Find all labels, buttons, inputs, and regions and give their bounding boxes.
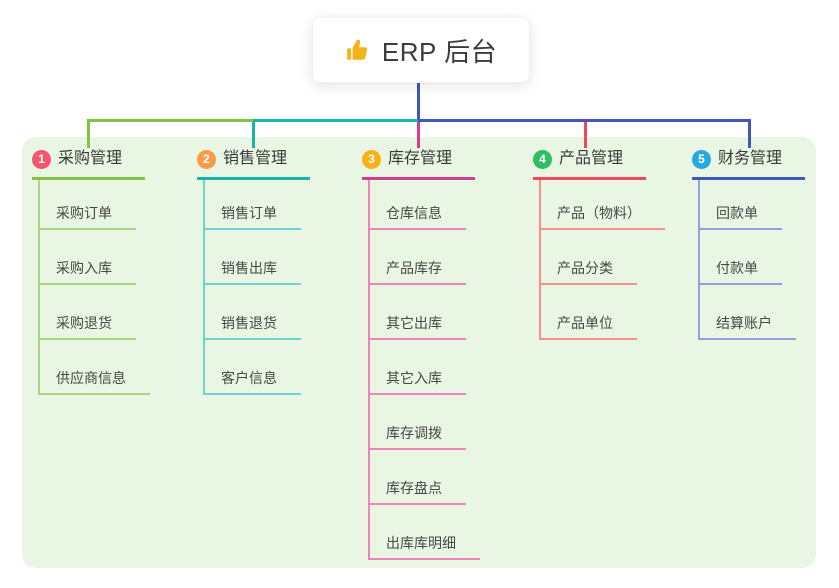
badge-4: 4 bbox=[533, 149, 552, 169]
drop-line-purchase bbox=[87, 122, 90, 148]
child-node[interactable]: 产品分类 bbox=[541, 230, 637, 285]
child-label: 其它出库 bbox=[386, 315, 442, 331]
drop-line-finance bbox=[748, 122, 751, 148]
root-title: ERP 后台 bbox=[381, 36, 498, 67]
branch-children: 产品（物料） 产品分类 产品单位 bbox=[539, 180, 665, 340]
branch-header-purchase[interactable]: 1 采购管理 bbox=[32, 147, 145, 180]
child-label: 客户信息 bbox=[221, 370, 277, 386]
child-node[interactable]: 客户信息 bbox=[205, 340, 301, 395]
child-node[interactable]: 仓库信息 bbox=[370, 180, 466, 230]
child-label: 产品库存 bbox=[386, 260, 442, 276]
child-label: 销售出库 bbox=[221, 260, 277, 276]
branch-title: 产品管理 bbox=[559, 150, 624, 167]
branch-children: 仓库信息 产品库存 其它出库 其它入库 库存调拨 库存盘点 出库库明细 bbox=[368, 180, 480, 560]
drop-line-sales bbox=[252, 122, 255, 148]
child-node[interactable]: 供应商信息 bbox=[40, 340, 150, 395]
child-label: 销售订单 bbox=[221, 205, 277, 221]
branch-header-inventory[interactable]: 3 库存管理 bbox=[362, 147, 475, 180]
branch-header-sales[interactable]: 2 销售管理 bbox=[197, 147, 310, 180]
child-node[interactable]: 库存调拨 bbox=[370, 395, 466, 450]
child-label: 采购退货 bbox=[56, 315, 112, 331]
branch-purchase: 1 采购管理 采购订单 采购入库 采购退货 供应商信息 bbox=[32, 147, 150, 395]
child-label: 付款单 bbox=[716, 260, 758, 276]
branch-header-product[interactable]: 4 产品管理 bbox=[533, 147, 646, 180]
badge-2: 2 bbox=[197, 149, 216, 169]
child-label: 产品分类 bbox=[557, 260, 613, 276]
child-node[interactable]: 其它入库 bbox=[370, 340, 466, 395]
child-node[interactable]: 其它出库 bbox=[370, 285, 466, 340]
child-node[interactable]: 结算账户 bbox=[700, 285, 796, 340]
branches-panel bbox=[22, 137, 816, 568]
child-label: 出库库明细 bbox=[386, 535, 456, 551]
child-label: 回款单 bbox=[716, 205, 758, 221]
child-node[interactable]: 销售退货 bbox=[205, 285, 301, 340]
branch-product: 4 产品管理 产品（物料） 产品分类 产品单位 bbox=[533, 147, 665, 340]
child-node[interactable]: 采购订单 bbox=[40, 180, 136, 230]
child-node[interactable]: 库存盘点 bbox=[370, 450, 466, 505]
root-connector-line bbox=[417, 81, 420, 122]
badge-5: 5 bbox=[692, 149, 711, 169]
child-node[interactable]: 产品（物料） bbox=[541, 180, 665, 230]
branch-title: 采购管理 bbox=[58, 150, 123, 167]
branch-title: 销售管理 bbox=[223, 150, 288, 167]
branch-children: 销售订单 销售出库 销售退货 客户信息 bbox=[203, 180, 301, 395]
child-label: 供应商信息 bbox=[56, 370, 126, 386]
child-label: 结算账户 bbox=[716, 315, 772, 331]
branch-children: 采购订单 采购入库 采购退货 供应商信息 bbox=[38, 180, 150, 395]
thumbs-up-icon bbox=[345, 37, 371, 63]
child-label: 采购订单 bbox=[56, 205, 112, 221]
branch-title: 财务管理 bbox=[718, 150, 783, 167]
branch-children: 回款单 付款单 结算账户 bbox=[698, 180, 796, 340]
branch-finance: 5 财务管理 回款单 付款单 结算账户 bbox=[692, 147, 805, 340]
badge-3: 3 bbox=[362, 149, 381, 169]
child-node[interactable]: 出库库明细 bbox=[370, 505, 480, 560]
child-label: 采购入库 bbox=[56, 260, 112, 276]
root-node[interactable]: ERP 后台 bbox=[312, 17, 530, 83]
bus-line-teal bbox=[253, 119, 418, 122]
drop-line-inventory bbox=[417, 122, 420, 148]
child-node[interactable]: 采购退货 bbox=[40, 285, 136, 340]
child-node[interactable]: 付款单 bbox=[700, 230, 782, 285]
child-label: 库存盘点 bbox=[386, 480, 442, 496]
child-label: 产品（物料） bbox=[557, 205, 641, 221]
child-node[interactable]: 采购入库 bbox=[40, 230, 136, 285]
badge-1: 1 bbox=[32, 149, 51, 169]
child-node[interactable]: 销售出库 bbox=[205, 230, 301, 285]
branch-header-finance[interactable]: 5 财务管理 bbox=[692, 147, 805, 180]
branch-inventory: 3 库存管理 仓库信息 产品库存 其它出库 其它入库 库存调拨 库存盘点 出库库… bbox=[362, 147, 480, 560]
child-node[interactable]: 销售订单 bbox=[205, 180, 301, 230]
child-label: 产品单位 bbox=[557, 315, 613, 331]
drop-line-product bbox=[584, 122, 587, 148]
child-node[interactable]: 产品库存 bbox=[370, 230, 466, 285]
child-label: 其它入库 bbox=[386, 370, 442, 386]
child-label: 仓库信息 bbox=[386, 205, 442, 221]
bus-line-green bbox=[87, 119, 253, 122]
branch-sales: 2 销售管理 销售订单 销售出库 销售退货 客户信息 bbox=[197, 147, 310, 395]
branch-title: 库存管理 bbox=[388, 150, 453, 167]
child-label: 销售退货 bbox=[221, 315, 277, 331]
child-node[interactable]: 产品单位 bbox=[541, 285, 637, 340]
child-label: 库存调拨 bbox=[386, 425, 442, 441]
bus-line-blue bbox=[418, 119, 751, 122]
child-node[interactable]: 回款单 bbox=[700, 180, 782, 230]
